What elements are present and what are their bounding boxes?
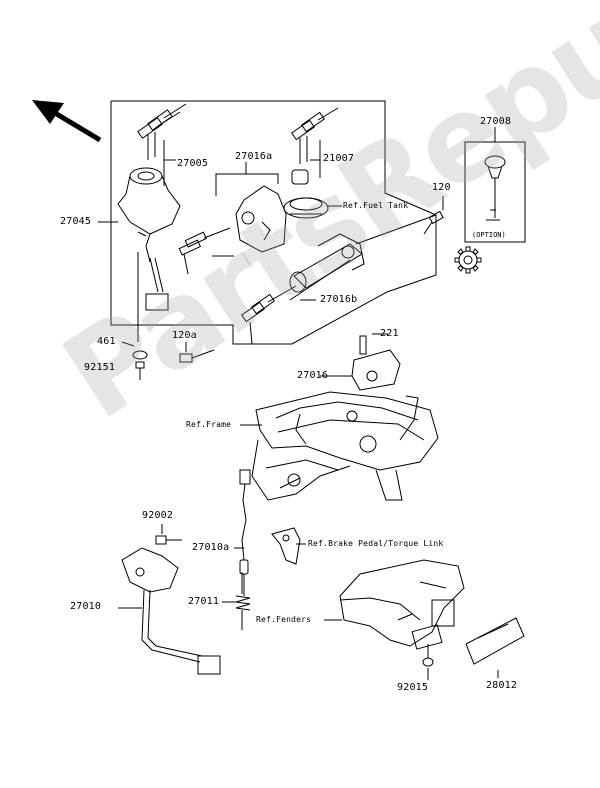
bolt-icon xyxy=(422,644,434,667)
helmet-lock-icon xyxy=(235,185,287,253)
seat-lock-icon xyxy=(289,233,365,293)
spring-icon xyxy=(235,572,251,630)
part-label-27008: 27008 xyxy=(480,116,512,127)
part-label-27016a: 27016a xyxy=(235,151,273,162)
ref-label-frame: Ref.Frame xyxy=(186,420,232,429)
frame-icon xyxy=(251,391,439,501)
plate-icon xyxy=(465,617,525,665)
brake-bracket-icon xyxy=(271,527,301,565)
part-label-21007: 21007 xyxy=(323,153,355,164)
part-label-120a: 120a xyxy=(172,330,197,341)
bolt-icon xyxy=(423,210,444,235)
option-label: (OPTION) xyxy=(472,231,506,239)
part-label-92151: 92151 xyxy=(84,362,116,373)
key-icon xyxy=(137,103,187,160)
part-label-28012: 28012 xyxy=(486,680,518,691)
gear-icon xyxy=(454,246,482,274)
key-icon xyxy=(240,285,297,345)
front-arrow-icon xyxy=(32,100,102,143)
key-icon xyxy=(484,155,506,221)
part-label-92015: 92015 xyxy=(397,682,429,693)
part-label-221: 221 xyxy=(380,328,399,339)
part-label-92002: 92002 xyxy=(142,510,174,521)
part-label-27010a: 27010a xyxy=(192,542,230,553)
bracket-icon xyxy=(351,335,401,391)
part-label-461: 461 xyxy=(97,336,116,347)
lock-cylinder-icon xyxy=(291,169,309,185)
key-icon xyxy=(290,107,339,164)
part-label-120: 120 xyxy=(432,182,451,193)
ref-label-fenders: Ref.Fenders xyxy=(256,615,312,624)
bolt-icon xyxy=(155,535,182,545)
switch-sensor-icon xyxy=(239,469,251,596)
bolt-icon xyxy=(135,361,145,380)
washer-icon xyxy=(132,350,148,360)
part-label-27011: 27011 xyxy=(188,596,220,607)
part-label-27010: 27010 xyxy=(70,601,102,612)
fender-icon xyxy=(339,559,465,650)
side-stand-switch-icon xyxy=(121,547,221,675)
part-label-27016: 27016 xyxy=(297,370,329,381)
part-label-27045: 27045 xyxy=(60,216,92,227)
group-bracket xyxy=(110,100,437,345)
ref-label-brake-pedal: Ref.Brake Pedal/Torque Link xyxy=(308,539,444,548)
part-label-27016b: 27016b xyxy=(320,294,358,305)
ignition-switch-icon xyxy=(117,167,181,311)
key-icon xyxy=(178,227,231,275)
ref-label-fuel-tank: Ref.Fuel Tank xyxy=(343,201,409,210)
part-label-27005: 27005 xyxy=(177,158,209,169)
bolt-icon xyxy=(179,349,215,363)
fuel-cap-icon xyxy=(283,197,329,219)
